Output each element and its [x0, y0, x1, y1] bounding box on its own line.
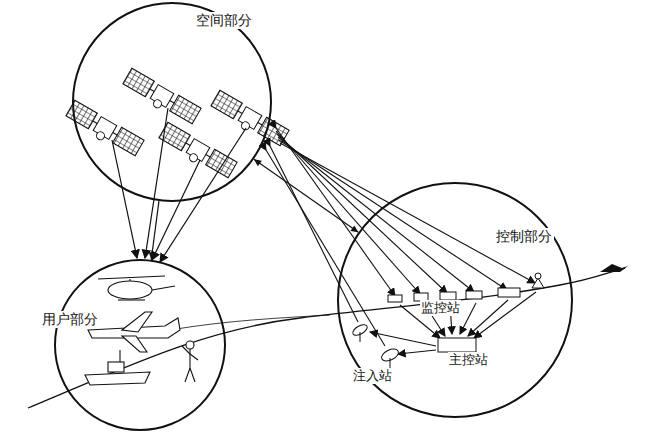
signal-arrow	[149, 201, 159, 260]
segment-circle: 空间部分	[72, 2, 272, 202]
satellite-icon	[209, 90, 289, 149]
segment-label: 空间部分	[194, 12, 254, 29]
satellite-icon	[121, 68, 201, 127]
signal-arrow	[254, 159, 358, 232]
station-label: 注入站	[352, 368, 393, 384]
segment-label: 用户部分	[40, 311, 100, 328]
satellite-icon	[157, 122, 237, 181]
station-label: 主控站	[448, 352, 489, 368]
satellite-icon	[64, 100, 144, 159]
segment-label: 控制部分	[494, 228, 554, 245]
station-label: 监控站	[420, 300, 461, 316]
segment-circle: 用户部分	[54, 259, 226, 431]
